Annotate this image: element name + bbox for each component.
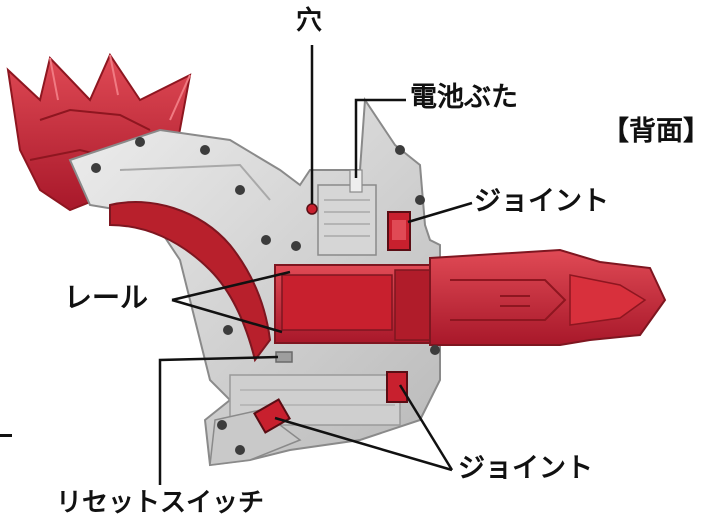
label-joint-upper: ジョイント (474, 186, 609, 217)
red-fin (6, 52, 192, 212)
leader-rail-upper (171, 270, 291, 302)
label-back-view: 【背面】 (602, 116, 704, 147)
leader-joint-lower-left (274, 416, 453, 472)
battery-cover (317, 169, 377, 256)
leader-battery-cover (354, 98, 406, 178)
leader-joint-upper (407, 201, 473, 224)
label-battery-cover: 電池ぶた (410, 82, 518, 113)
label-hole: 穴 (296, 6, 323, 36)
leader-rail-lower (171, 298, 283, 334)
label-rail: レール (64, 281, 149, 314)
rail-block (274, 264, 451, 344)
joint-lower-left (253, 398, 291, 434)
label-joint-lower: ジョイント (458, 453, 593, 484)
red-blade (429, 248, 667, 346)
leader-reset-switch (158, 355, 279, 485)
joint-lower-right (386, 371, 408, 403)
leader-joint-lower-right (398, 384, 454, 471)
label-reset-switch: リセットスイッチ (56, 488, 265, 518)
hole (306, 203, 318, 215)
leader-lines (158, 45, 473, 485)
reset-switch (275, 351, 293, 363)
edge-mark (0, 434, 12, 437)
screws (91, 137, 440, 455)
joint-upper (387, 211, 411, 251)
